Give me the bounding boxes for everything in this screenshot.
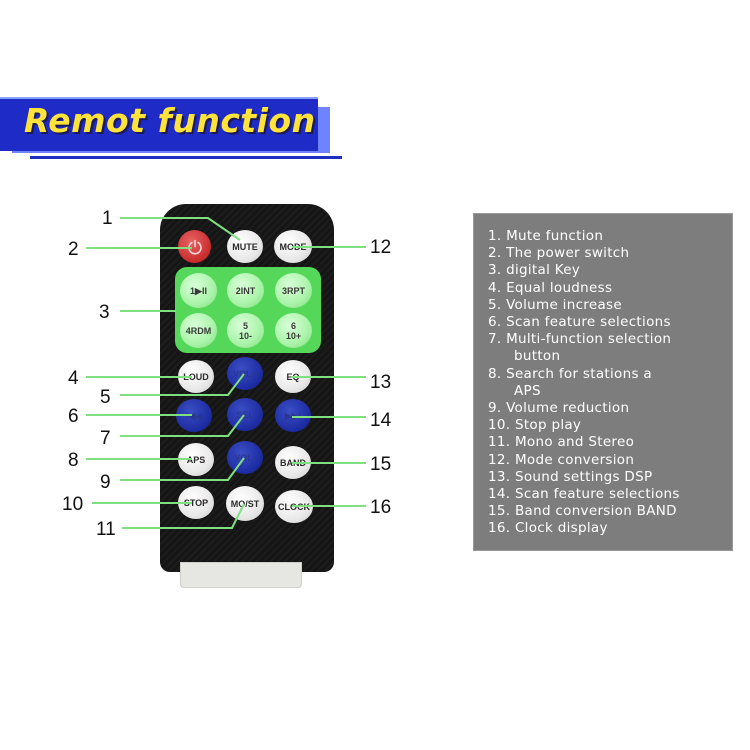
legend-item: 6. Scan feature selections bbox=[488, 314, 671, 331]
legend-list: 1. Mute function 2. The power switch 3. … bbox=[474, 214, 732, 538]
eq-button[interactable]: EQ bbox=[275, 360, 311, 393]
power-button[interactable] bbox=[178, 230, 211, 263]
legend-item: 12. Mode conversion bbox=[488, 451, 635, 468]
mute-button[interactable]: MUTE bbox=[227, 230, 263, 263]
loud-button[interactable]: LOUD bbox=[178, 360, 214, 393]
legend-item: 1. Mute function bbox=[488, 228, 604, 244]
volume-down-button[interactable]: VOL- bbox=[227, 441, 263, 474]
callout-number: 3 bbox=[99, 302, 110, 323]
callout-number: 14 bbox=[370, 410, 392, 431]
key-4-button[interactable]: 4RDM bbox=[180, 313, 217, 348]
aps-button[interactable]: APS bbox=[178, 443, 214, 476]
callout-number: 11 bbox=[96, 519, 116, 540]
callout-number: 6 bbox=[68, 406, 79, 427]
legend-item: 7. Multi-function selection bbox=[488, 331, 672, 348]
stop-button[interactable]: STOP bbox=[178, 486, 214, 519]
legend-item: 11. Mono and Stereo bbox=[488, 434, 635, 451]
legend-item: 4. Equal loudness bbox=[488, 279, 613, 296]
legend-item: 16. Clock display bbox=[488, 520, 608, 537]
title-banner bbox=[0, 97, 318, 151]
callout-number: 2 bbox=[68, 239, 79, 260]
remote-battery-tray bbox=[180, 562, 302, 588]
title-underline bbox=[30, 156, 342, 159]
function-legend: 1. Mute function 2. The power switch 3. … bbox=[473, 213, 733, 551]
callout-number: 9 bbox=[100, 472, 111, 493]
select-button[interactable]: SEL bbox=[227, 398, 263, 431]
band-button[interactable]: BAND bbox=[275, 446, 311, 479]
mode-button[interactable]: MODE bbox=[274, 230, 312, 263]
clock-button[interactable]: CLOCK bbox=[275, 490, 313, 523]
key-3-button[interactable]: 3RPT bbox=[275, 273, 312, 308]
callout-number: 12 bbox=[370, 237, 392, 258]
callout-number: 7 bbox=[100, 428, 111, 449]
previous-button[interactable]: I◀◀ bbox=[176, 399, 212, 432]
callout-number: 10 bbox=[62, 494, 84, 515]
callout-number: 1 bbox=[102, 208, 113, 229]
next-button[interactable]: ▶▶I bbox=[275, 399, 311, 432]
legend-item: 8. Search for stations a bbox=[488, 365, 652, 382]
key-2-button[interactable]: 2INT bbox=[227, 273, 264, 308]
callout-number: 5 bbox=[100, 387, 111, 408]
legend-item: 9. Volume reduction bbox=[488, 400, 630, 417]
callout-number: 8 bbox=[68, 450, 79, 471]
legend-item-continuation: button bbox=[514, 348, 561, 365]
callout-number: 4 bbox=[68, 368, 79, 389]
volume-up-button[interactable]: VOL+ bbox=[227, 357, 263, 390]
legend-item: 3. digital Key bbox=[488, 262, 581, 279]
legend-item: 5. Volume increase bbox=[488, 296, 622, 313]
callout-number: 16 bbox=[370, 497, 392, 518]
callout-number: 15 bbox=[370, 454, 392, 475]
legend-item: 15. Band conversion BAND bbox=[488, 503, 677, 520]
key-1-button[interactable]: 1▶II bbox=[180, 273, 217, 308]
key-5-button[interactable]: 5 10- bbox=[227, 313, 264, 348]
callout-number: 13 bbox=[370, 372, 392, 393]
legend-item: 13. Sound settings DSP bbox=[488, 468, 653, 485]
legend-item: 2. The power switch bbox=[488, 245, 630, 262]
legend-item: 14. Scan feature selections bbox=[488, 486, 680, 503]
legend-item-continuation: APS bbox=[514, 382, 541, 399]
mo-st-button[interactable]: MO/ST bbox=[226, 486, 264, 521]
legend-item: 10. Stop play bbox=[488, 417, 582, 434]
key-6-button[interactable]: 6 10+ bbox=[275, 313, 312, 348]
page-title: Remot function bbox=[24, 101, 316, 140]
power-icon bbox=[187, 239, 202, 254]
